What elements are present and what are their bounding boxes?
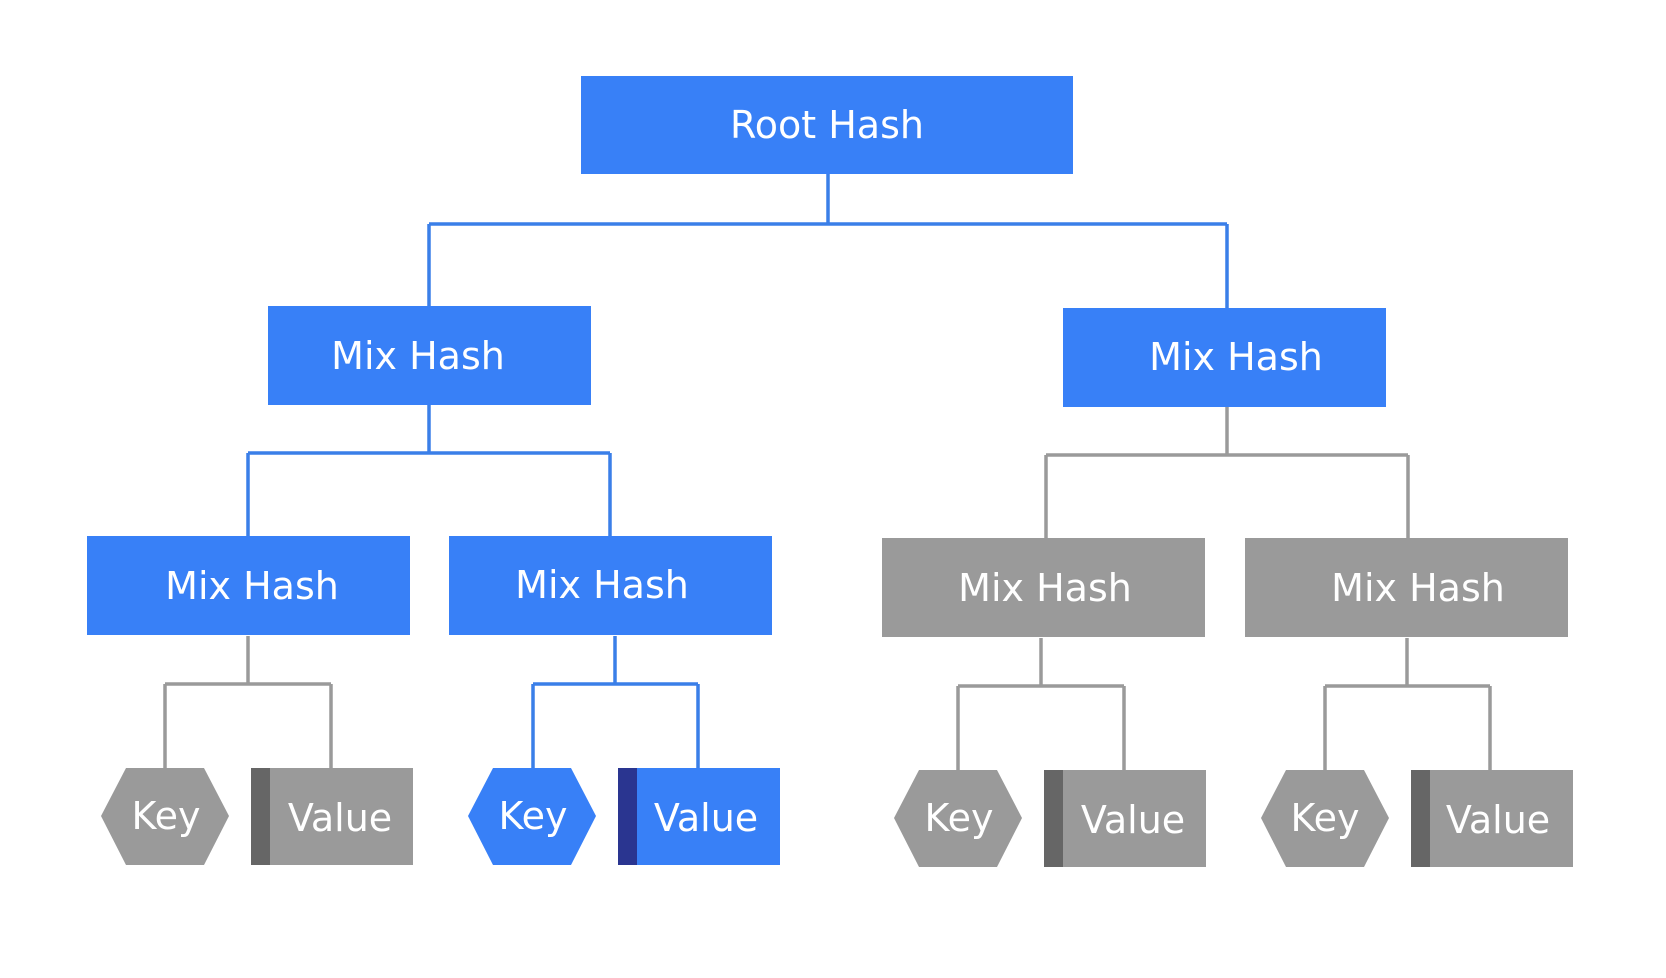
connector-l2-1 <box>163 636 333 770</box>
root-hash-label: Root Hash <box>730 103 924 147</box>
mix-hash-node-l2-3: Mix Hash <box>882 538 1205 637</box>
mix-hash-node-l2-4: Mix Hash <box>1245 538 1568 637</box>
key-hexagon <box>894 770 1022 867</box>
connector-l2-2 <box>531 636 700 770</box>
value-strip <box>1044 770 1063 867</box>
mix-hash-node-l1-right: Mix Hash <box>1063 308 1386 407</box>
connector-l2-4 <box>1323 638 1492 772</box>
mix-hash-label: Mix Hash <box>1149 335 1323 379</box>
root-hash-node: Root Hash <box>581 76 1073 174</box>
value-strip <box>1411 770 1430 867</box>
key-label: Key <box>499 794 568 838</box>
value-label: Value <box>1446 798 1550 842</box>
connector-l1-left <box>246 405 612 538</box>
value-label: Value <box>654 796 758 840</box>
value-box <box>1411 770 1573 867</box>
connector-l2-3 <box>956 638 1126 772</box>
key-label: Key <box>925 796 994 840</box>
key-hexagon <box>468 768 596 865</box>
value-box <box>1044 770 1206 867</box>
key-hexagon <box>1261 770 1389 867</box>
key-label: Key <box>1291 796 1360 840</box>
value-box <box>251 768 413 865</box>
key-hexagon <box>101 768 229 865</box>
connector-root <box>427 174 1229 310</box>
key-label: Key <box>132 794 201 838</box>
mix-hash-node-l1-left: Mix Hash <box>268 306 591 405</box>
mix-hash-node-l2-2: Mix Hash <box>449 536 772 635</box>
mix-hash-label: Mix Hash <box>165 564 339 608</box>
leaf-pair-3: Key Value <box>894 770 1206 867</box>
value-label: Value <box>1081 798 1185 842</box>
value-box <box>618 768 780 865</box>
leaf-pair-4: Key Value <box>1261 770 1573 867</box>
leaf-pair-1: Key Value <box>101 768 413 865</box>
connector-l1-right <box>1044 407 1410 540</box>
value-strip <box>251 768 270 865</box>
mix-hash-label: Mix Hash <box>1331 566 1505 610</box>
mix-hash-label: Mix Hash <box>331 334 505 378</box>
value-label: Value <box>288 796 392 840</box>
mix-hash-label: Mix Hash <box>515 563 689 607</box>
mix-hash-label: Mix Hash <box>958 566 1132 610</box>
leaf-pair-2: Key Value <box>468 768 780 865</box>
value-strip <box>618 768 637 865</box>
mix-hash-node-l2-1: Mix Hash <box>87 536 410 635</box>
